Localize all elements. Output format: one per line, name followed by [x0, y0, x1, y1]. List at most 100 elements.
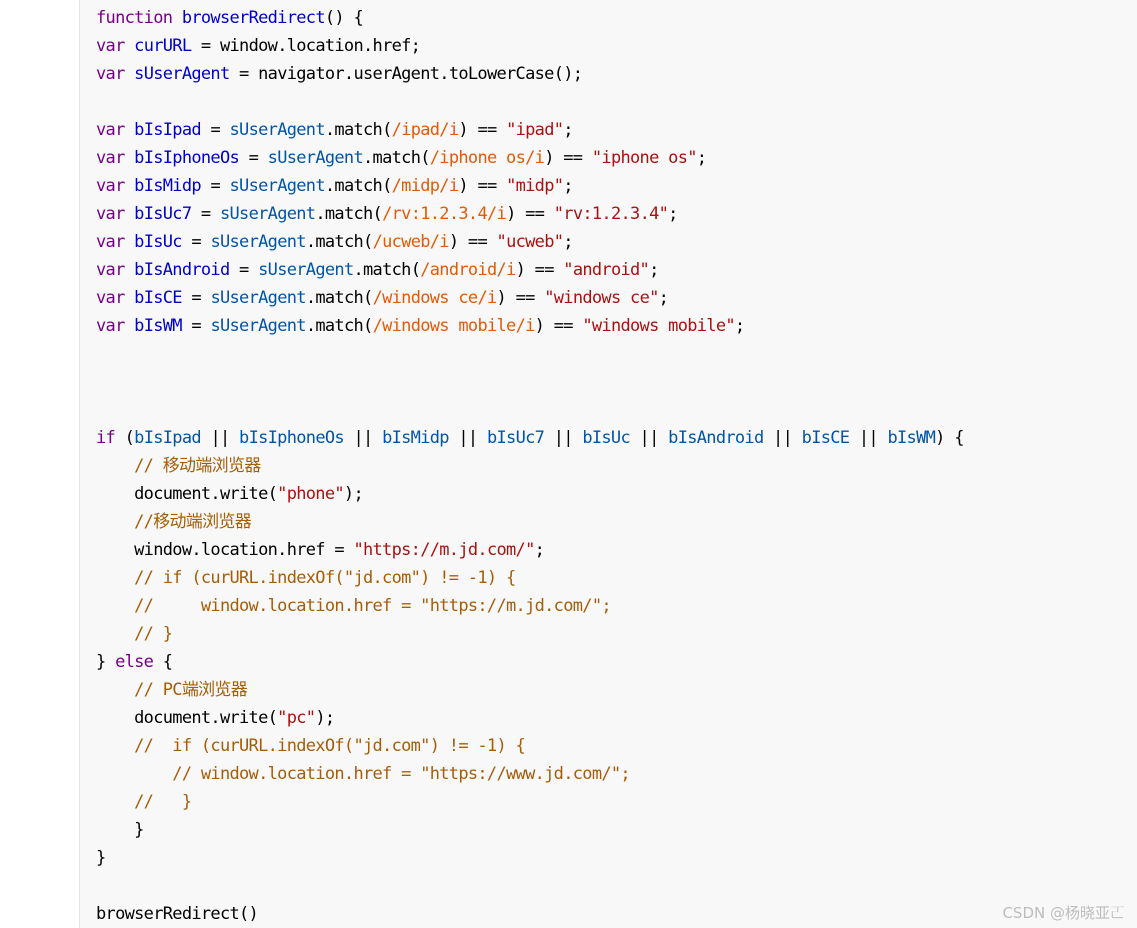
code-token: }	[96, 848, 106, 868]
code-token: ;	[563, 120, 573, 140]
code-token	[125, 176, 135, 196]
code-token: bIsIpad	[134, 428, 201, 448]
code-token: var	[96, 316, 125, 336]
code-lines: function browserRedirect() {var curURL =…	[96, 4, 964, 928]
code-line: }	[96, 844, 964, 872]
code-line: var bIsWM = sUserAgent.match(/windows mo…	[96, 312, 964, 340]
code-token: sUserAgent	[229, 120, 326, 140]
code-token: /windows ce/i	[372, 288, 498, 308]
code-token: ;	[649, 260, 659, 280]
code-token	[96, 736, 134, 756]
code-token: .match(	[305, 288, 373, 308]
code-token: var	[96, 36, 125, 56]
code-token: "ipad"	[506, 120, 564, 140]
code-token: browserRedirect	[181, 8, 326, 28]
code-token: (	[115, 428, 135, 448]
code-token: // }	[134, 624, 173, 644]
code-token: ||	[544, 428, 583, 448]
code-line: function browserRedirect() {	[96, 4, 964, 32]
code-token: sUserAgent	[210, 316, 306, 336]
code-token: var	[96, 288, 125, 308]
code-token: bIsIphoneOs	[239, 428, 345, 448]
code-token	[96, 512, 134, 532]
code-token: // 移动端浏览器	[134, 456, 261, 476]
code-token: /windows mobile/i	[372, 316, 536, 336]
code-line: // window.location.href = "https://m.jd.…	[96, 592, 964, 620]
code-token	[96, 596, 134, 616]
code-token: sUserAgent	[229, 176, 326, 196]
code-token: ;	[534, 540, 545, 560]
code-token: else	[115, 652, 154, 672]
code-token	[96, 764, 172, 784]
code-line: document.write("pc");	[96, 704, 964, 732]
code-token: .match(	[324, 176, 392, 196]
code-line: // }	[96, 788, 964, 816]
code-line: } else {	[96, 648, 964, 676]
code-token: document.write(	[96, 484, 278, 504]
code-token: sUserAgent	[219, 204, 316, 224]
code-line: ​	[96, 340, 964, 368]
code-token: sUserAgent	[258, 260, 354, 280]
code-token: ) ==	[506, 204, 554, 224]
code-token: var	[96, 176, 125, 196]
code-line: // window.location.href = "https://www.j…	[96, 760, 964, 788]
code-token: );	[315, 708, 335, 728]
code-token: .match(	[305, 316, 373, 336]
code-token: bIsUc7	[486, 428, 545, 448]
code-token: () {	[324, 8, 364, 28]
code-token: .match(	[305, 232, 373, 252]
code-token: sUserAgent	[210, 288, 306, 308]
code-token: sUserAgent	[267, 148, 364, 168]
code-token	[96, 792, 134, 812]
code-token: "android"	[563, 260, 650, 280]
code-token	[125, 260, 135, 280]
code-token: bIsAndroid	[668, 428, 764, 448]
code-token: bIsCE	[801, 428, 850, 448]
code-line: var bIsUc7 = sUserAgent.match(/rv:1.2.3.…	[96, 200, 964, 228]
code-token	[125, 204, 135, 224]
code-token: /android/i	[420, 260, 516, 280]
code-line: if (bIsIpad || bIsIphoneOs || bIsMidp ||…	[96, 424, 964, 452]
code-token: "ucweb"	[496, 232, 564, 252]
code-line: window.location.href = "https://m.jd.com…	[96, 536, 964, 564]
code-token: bIsAndroid	[134, 260, 230, 280]
code-token: =	[191, 204, 220, 224]
code-token: .match(	[353, 260, 421, 280]
code-token	[125, 288, 135, 308]
code-token: /ucweb/i	[372, 232, 450, 252]
code-line: }	[96, 816, 964, 844]
code-token: // if (curURL.indexOf("jd.com") != -1) {	[134, 568, 516, 588]
code-token: }	[96, 820, 144, 840]
code-token: // }	[134, 792, 192, 812]
code-token	[96, 568, 134, 588]
code-token: .match(	[324, 120, 392, 140]
code-line: ​	[96, 872, 964, 900]
code-token: document.write(	[96, 708, 278, 728]
code-token: window.location.href =	[96, 540, 354, 560]
code-token: if	[96, 428, 116, 448]
code-token: ) ==	[458, 176, 507, 196]
code-token: =	[181, 288, 211, 308]
code-token	[125, 316, 135, 336]
code-token: ||	[763, 428, 802, 448]
code-token: bIsUc7	[134, 204, 192, 224]
code-token	[96, 456, 134, 476]
code-token: var	[96, 260, 125, 280]
code-token: =	[200, 120, 230, 140]
code-line: // if (curURL.indexOf("jd.com") != -1) {	[96, 732, 964, 760]
code-token: .match(	[363, 148, 430, 168]
code-line: browserRedirect()	[96, 900, 964, 928]
code-token: ) ==	[458, 120, 507, 140]
code-token: ;	[696, 148, 707, 168]
code-token: ||	[200, 428, 240, 448]
code-line: var bIsAndroid = sUserAgent.match(/andro…	[96, 256, 964, 284]
code-line: var bIsUc = sUserAgent.match(/ucweb/i) =…	[96, 228, 964, 256]
code-token: sUserAgent	[210, 232, 306, 252]
code-token: ||	[630, 428, 669, 448]
code-token: "midp"	[506, 176, 564, 196]
code-token: ||	[448, 428, 487, 448]
code-token: /ipad/i	[391, 120, 459, 140]
code-token: ||	[849, 428, 888, 448]
code-token: browserRedirect()	[96, 904, 259, 924]
code-token: /iphone os/i	[429, 148, 545, 168]
